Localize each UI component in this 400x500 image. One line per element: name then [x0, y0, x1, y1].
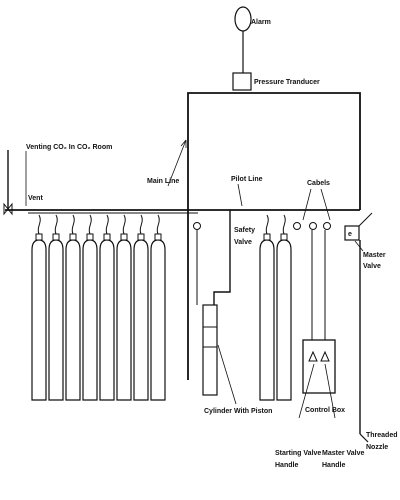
pulley-icon: [309, 222, 317, 230]
cabels-leader: [320, 188, 331, 221]
master-valve-handle-leader: [324, 363, 336, 419]
master-valve-leader: [354, 240, 364, 252]
cylinder: [65, 214, 81, 401]
master-valve-label-line2: Valve: [363, 263, 381, 270]
pilot-line-pipe: [213, 210, 231, 305]
main-line-leader-arrow-icon: [180, 139, 187, 148]
control-box-label: Control Box: [305, 407, 345, 414]
venting-assembly: Venting CO₂ In CO₂ Room Vent: [3, 144, 112, 216]
pressure-transducer-box: [232, 72, 252, 91]
main-line-label: Main Line: [147, 178, 179, 185]
piston-cylinder-body: [202, 304, 218, 396]
cylinder: [31, 214, 47, 401]
pulley-icon: [293, 222, 301, 230]
master-valve-handle-label-line1: Master Valve: [322, 450, 365, 457]
pilot-line-leader: [237, 183, 243, 207]
control-box: Control Box Starting Valve Handle Master…: [275, 339, 365, 469]
safety-valve-label-line2: Valve: [234, 239, 252, 246]
cylinder: [116, 214, 132, 401]
threaded-nozzle-label-line2: Nozzle: [366, 444, 388, 451]
pulley-icon: [193, 222, 201, 230]
top-pilot-pipe: [187, 92, 361, 380]
alarm-label: Alarm: [251, 19, 271, 26]
alarm-bell-icon: [234, 6, 252, 32]
cabels-leader: [302, 188, 312, 221]
cylinder: [150, 214, 166, 401]
cylinder: [259, 214, 275, 401]
master-valve-symbol: e: [348, 231, 352, 238]
master-valve-box: [344, 225, 360, 241]
master-valve-handle-label-line2: Handle: [322, 462, 345, 469]
pressure-transducer: Pressure Tranducer: [232, 72, 320, 91]
cylinder: [99, 214, 115, 401]
pulley-icon: [323, 222, 331, 230]
right-cylinder-bank: [259, 214, 292, 401]
pressure-transducer-label: Pressure Tranducer: [254, 79, 320, 86]
cylinder: [82, 214, 98, 401]
left-cylinder-bank: [31, 214, 166, 401]
starting-valve-handle-label-line1: Starting Valve: [275, 450, 321, 457]
cylinder: [276, 214, 292, 401]
master-valve-triangle-icon: [320, 350, 330, 362]
cables: Cabels: [302, 180, 331, 340]
cabels-label: Cabels: [307, 180, 330, 187]
starting-valve-triangle-icon: [308, 350, 318, 362]
master-valve: e Master Valve: [344, 212, 386, 434]
pilot-line-label: Pilot Line: [231, 176, 263, 183]
master-valve-label-line1: Master: [363, 252, 386, 259]
master-valve-arm: [358, 212, 373, 227]
alarm-component: Alarm: [234, 6, 271, 73]
starting-valve-handle-leader: [298, 363, 315, 419]
cylinder: [133, 214, 149, 401]
cylinder-with-piston-label: Cylinder With Piston: [204, 408, 272, 415]
threaded-nozzle-label-line1: Threaded: [366, 432, 398, 439]
vent-label: Vent: [28, 195, 43, 202]
main-line-leader: [167, 139, 187, 187]
pilot-line-assembly: Pilot Line Safety Valve: [213, 176, 263, 305]
cylinder-with-piston: Cylinder With Piston: [196, 230, 272, 415]
cylinder: [48, 214, 64, 401]
nozzle-tip-icon: [359, 433, 369, 443]
venting-label: Venting CO₂ In CO₂ Room: [26, 144, 112, 151]
threaded-nozzle: Threaded Nozzle: [359, 432, 398, 451]
safety-valve-label-line1: Safety: [234, 227, 255, 234]
piston-leader: [217, 344, 237, 405]
starting-valve-handle-label-line2: Handle: [275, 462, 298, 469]
vent-valve-icon: [3, 202, 13, 216]
